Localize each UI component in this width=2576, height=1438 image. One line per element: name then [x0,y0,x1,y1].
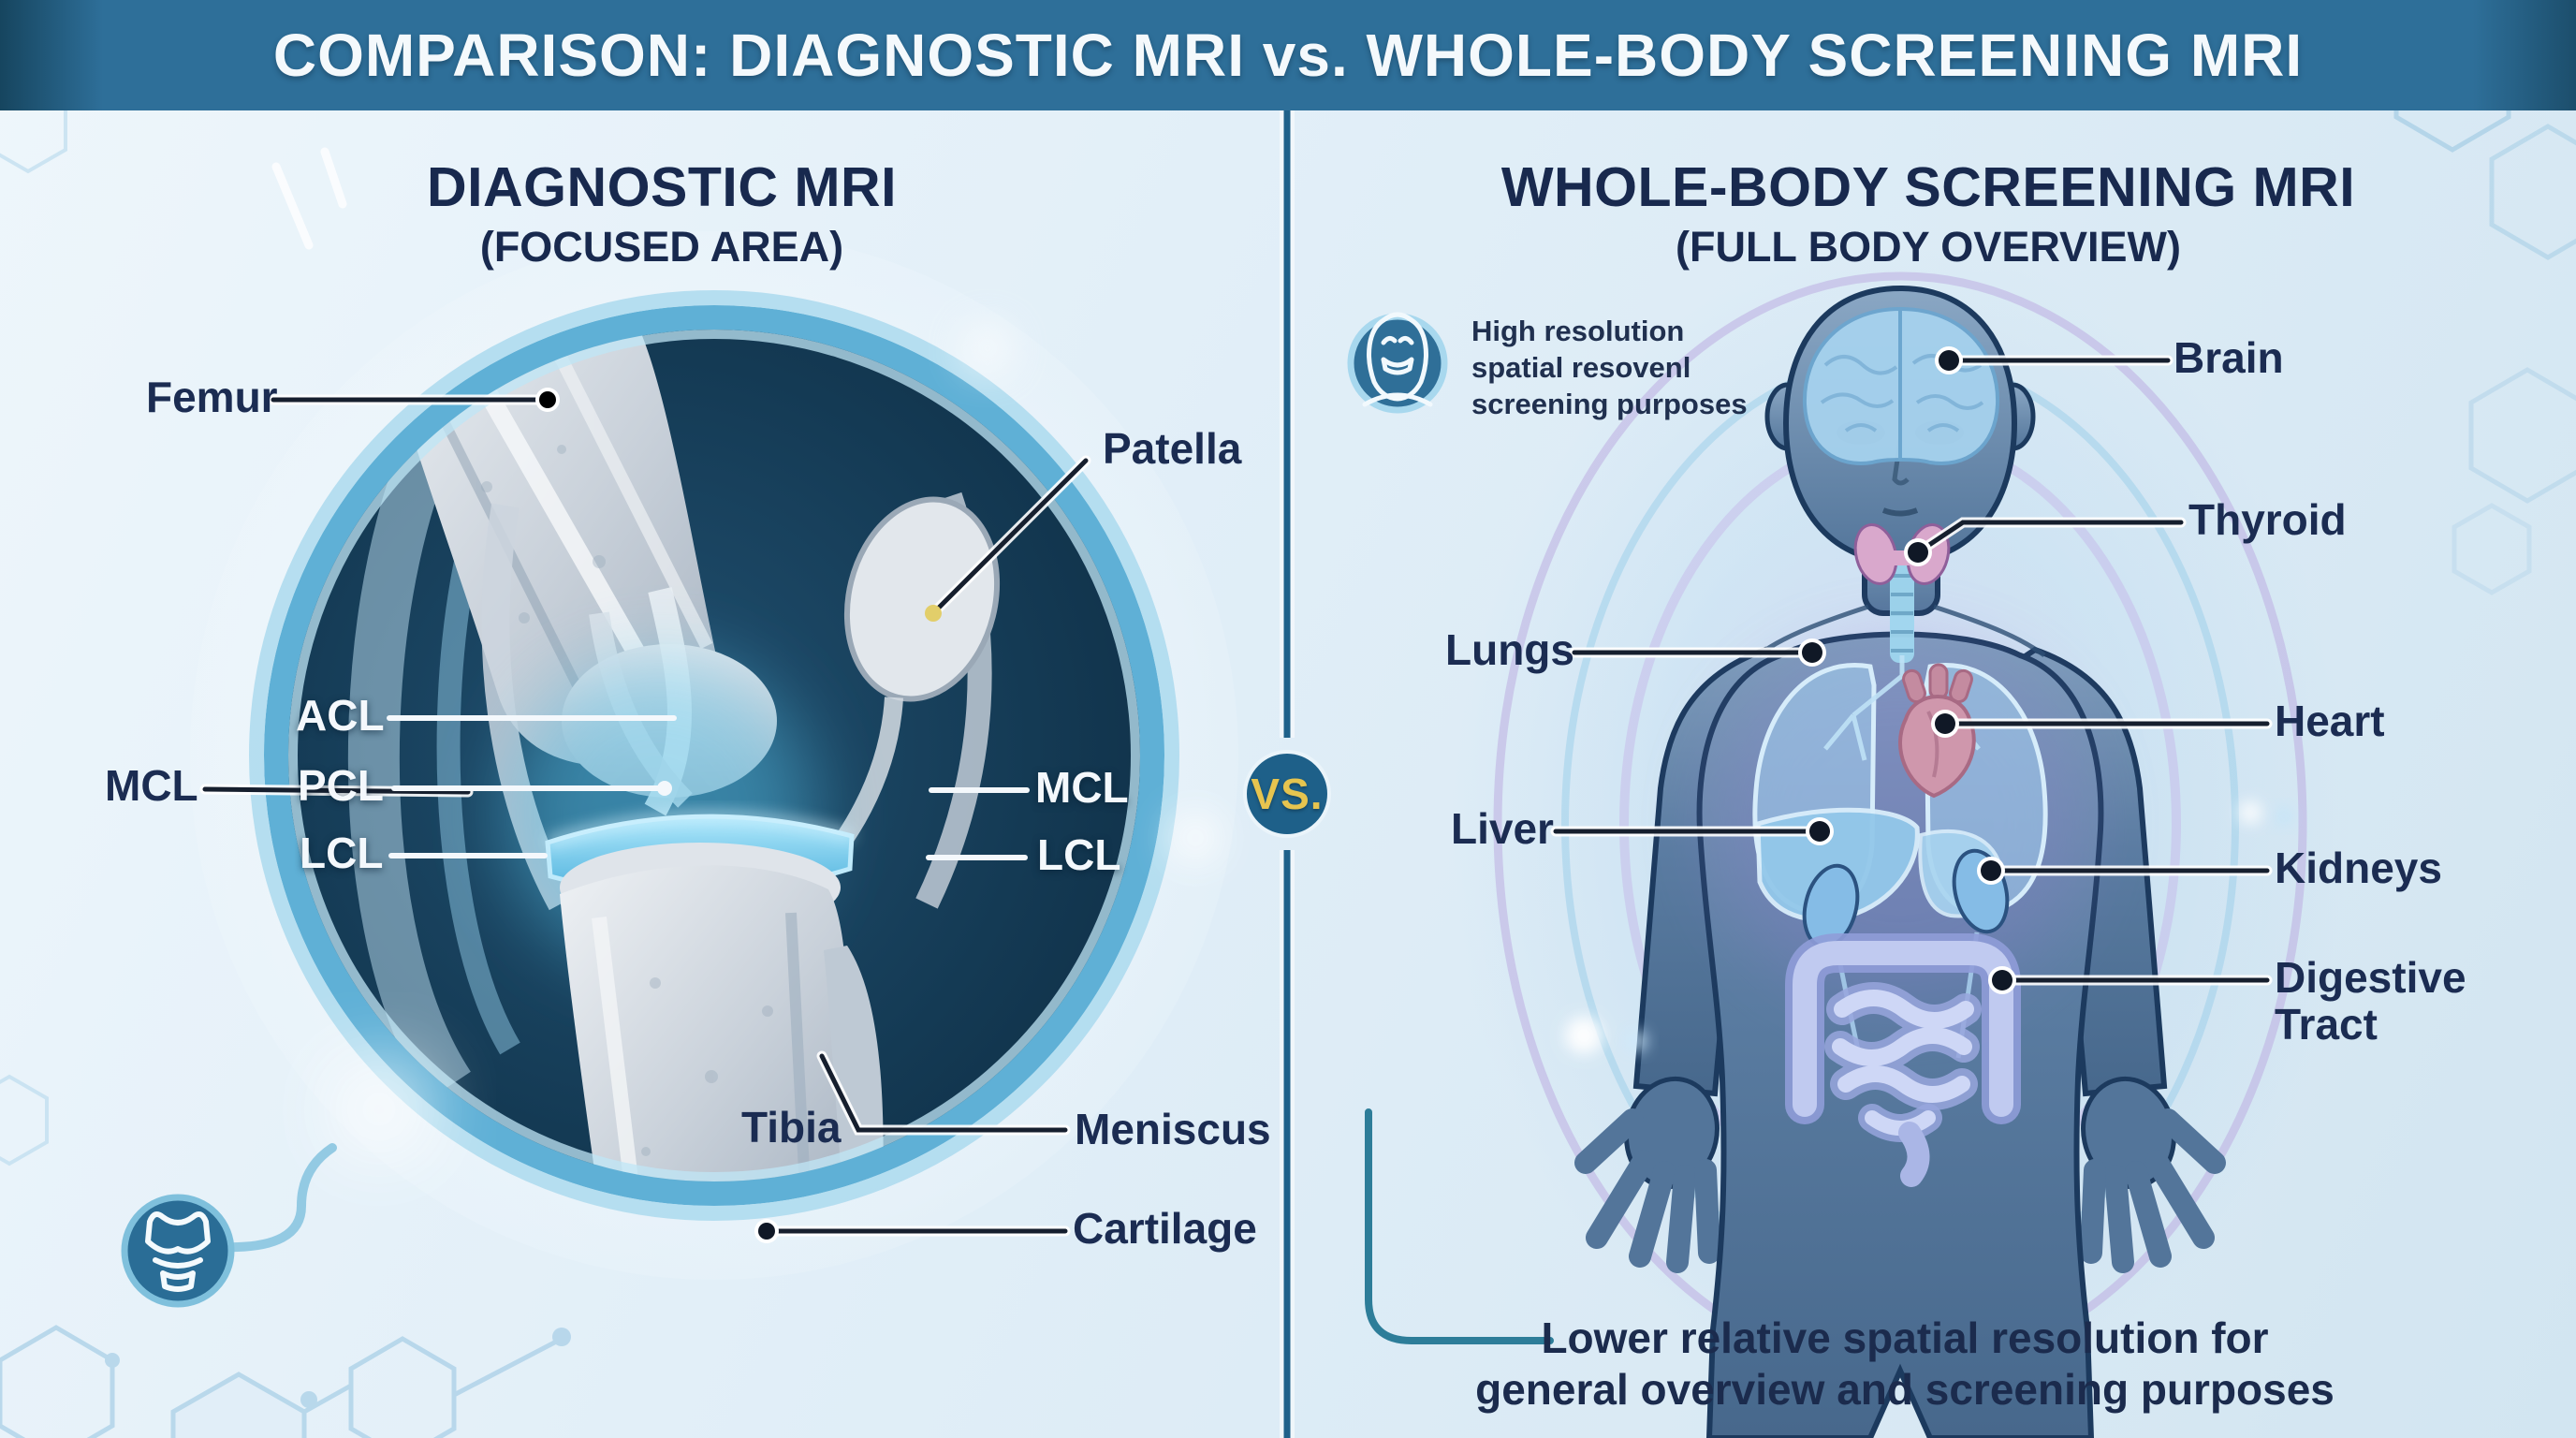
knee-joint-icon [121,1143,337,1308]
label-lungs: Lungs [1445,625,1574,674]
label-mcl-side: MCL [1035,763,1129,812]
label-pcl: PCL [298,761,384,810]
label-digestive-tract: Digestive Tract [2275,953,2466,1049]
knee-mri-figure [190,147,1238,1280]
left-panel-title-block: DIAGNOSTIC MRI (FOCUSED AREA) [194,155,1130,271]
vs-badge: VS. [1251,769,1324,818]
hexagon-decor-left-edge [0,81,67,1167]
hexagon-decor-bottom-left [0,1325,571,1438]
label-kidneys: Kidneys [2275,844,2442,892]
resolution-note-line3: screening purposes [1471,388,1748,420]
page-title: COMPARISON: DIAGNOSTIC MRI vs. WHOLE-BOD… [272,22,2304,89]
label-lcl: LCL [300,829,384,877]
label-heart: Heart [2275,697,2385,745]
label-patella: Patella [1103,424,1242,473]
note-bracket [1365,1108,1554,1344]
label-acl: ACL [296,691,385,740]
resolution-note-line1: High resolution [1471,315,1685,347]
label-tibia: Tibia [741,1103,842,1152]
screening-note-line2: general overview and screening purposes [1475,1365,2334,1414]
label-femur: Femur [146,373,278,421]
label-lcl-side: LCL [1037,830,1121,879]
label-brain: Brain [2174,333,2284,382]
header-bar: COMPARISON: DIAGNOSTIC MRI vs. WHOLE-BOD… [0,0,2576,110]
right-panel-title: WHOLE-BODY SCREENING MRI [1500,156,2356,218]
label-thyroid: Thyroid [2188,495,2347,544]
left-panel-title: DIAGNOSTIC MRI [427,156,897,218]
hands [1574,1076,2226,1273]
leader-dots [535,346,2016,1243]
label-cartilage: Cartilage [1073,1204,1257,1253]
thyroid-organ [1853,523,1951,663]
right-panel-subtitle: (FULL BODY OVERVIEW) [1675,223,2182,271]
brain-organ [1802,306,2000,465]
label-liver: Liver [1451,804,1554,853]
scan-person-icon [1347,312,1448,414]
panel-divider [1243,110,1331,1438]
leader-lines [199,346,2273,1243]
label-mcl: MCL [105,761,198,810]
right-panel-title-block: WHOLE-BODY SCREENING MRI (FULL BODY OVER… [1460,155,2396,271]
left-panel-subtitle: (FOCUSED AREA) [479,223,844,271]
screening-note: Lower relative spatial resolution for ge… [1404,1313,2406,1416]
label-meniscus: Meniscus [1075,1105,1271,1153]
resolution-note-line2: spatial resovenl [1471,351,1691,384]
screening-note-line1: Lower relative spatial resolution for [1541,1313,2269,1362]
resolution-note: High resolution spatial resovenl screeni… [1471,313,1748,422]
body-figure [1451,243,2349,1438]
